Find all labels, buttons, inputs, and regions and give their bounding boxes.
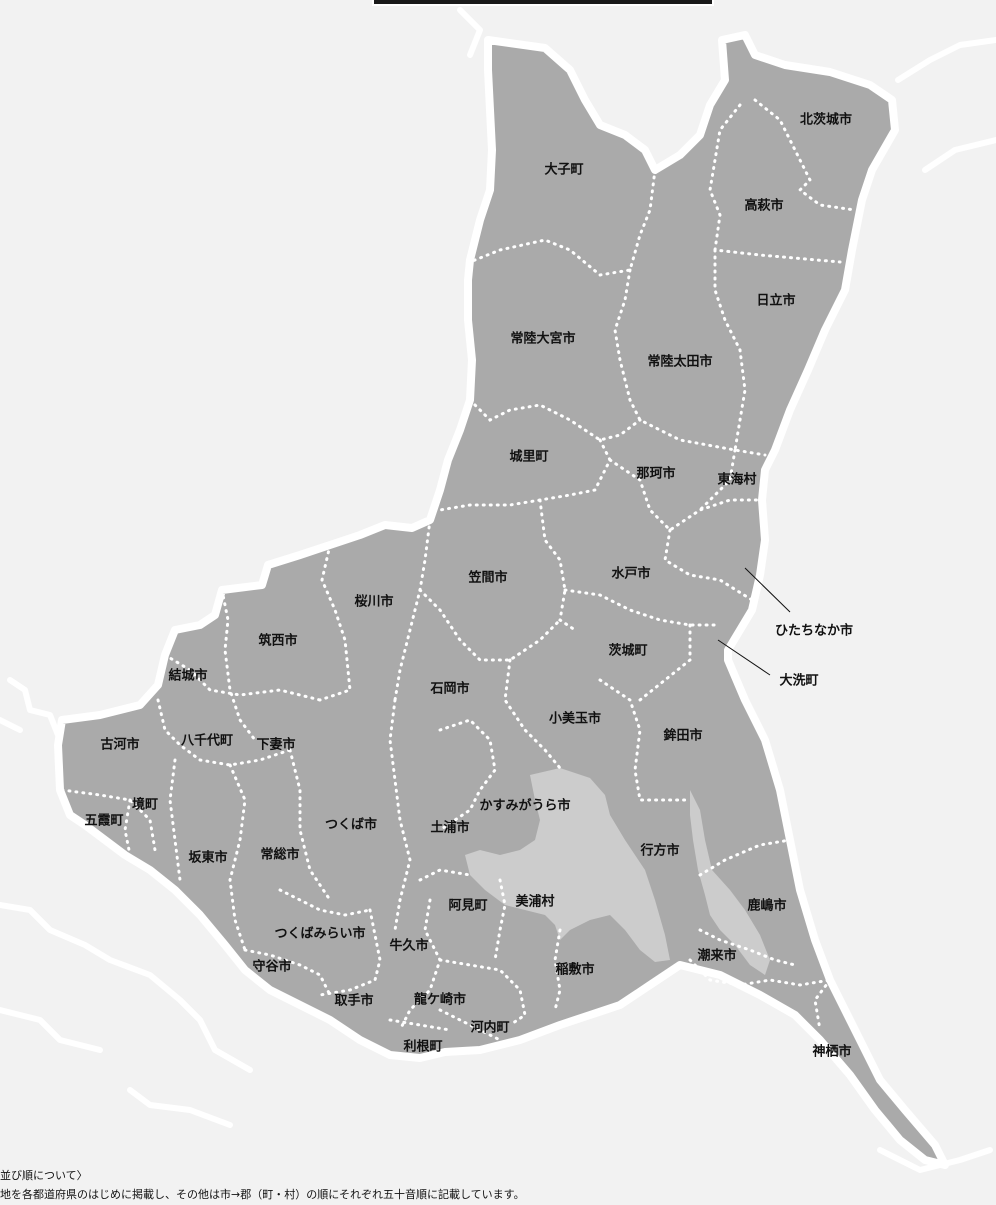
- label-bando[interactable]: 坂東市: [188, 850, 228, 866]
- label-kashima[interactable]: 鹿嶋市: [747, 898, 787, 914]
- label-koga[interactable]: 古河市: [100, 737, 140, 753]
- label-sakuragawa[interactable]: 桜川市: [354, 594, 394, 610]
- label-miho[interactable]: 美浦村: [515, 894, 555, 910]
- prefecture-land: [54, 31, 949, 1169]
- label-hitachiota[interactable]: 常陸太田市: [647, 354, 713, 370]
- label-sakai[interactable]: 境町: [131, 797, 159, 813]
- label-mito[interactable]: 水戸市: [611, 566, 651, 582]
- label-oarai[interactable]: 大洗町: [779, 673, 819, 689]
- label-hitachiomiya[interactable]: 常陸大宮市: [510, 331, 576, 347]
- label-inashiki[interactable]: 稲敷市: [555, 962, 595, 978]
- label-kamisu[interactable]: 神栖市: [812, 1044, 852, 1060]
- label-kasumigaura[interactable]: かすみがうら市: [479, 798, 571, 814]
- label-shimotsuma[interactable]: 下妻市: [256, 737, 296, 753]
- label-kasama[interactable]: 笠間市: [468, 570, 508, 586]
- label-yachiyo[interactable]: 八千代町: [180, 733, 234, 749]
- lake-kitaura: [690, 790, 770, 975]
- label-hokota[interactable]: 鉾田市: [663, 728, 703, 744]
- label-moriya[interactable]: 守谷市: [252, 959, 292, 975]
- order-note-text: 地を各都道府県のはじめに掲載し、その他は市→郡（町・村）の順にそれぞれ五十音順に…: [0, 1188, 525, 1201]
- label-ami[interactable]: 阿見町: [448, 898, 488, 914]
- label-ryugasaki[interactable]: 龍ケ崎市: [413, 992, 467, 1008]
- label-hitachinaka[interactable]: ひたちなか市: [774, 623, 854, 639]
- lake-kasumigaura: [465, 768, 670, 962]
- label-tsuchiura[interactable]: 土浦市: [430, 820, 470, 836]
- label-kitaibaraki[interactable]: 北茨城市: [799, 112, 853, 128]
- order-note-heading: 並び順について〉: [0, 1169, 88, 1182]
- label-chikusei[interactable]: 筑西市: [258, 633, 298, 649]
- label-ishioka[interactable]: 石岡市: [430, 681, 470, 697]
- label-tokai[interactable]: 東海村: [717, 472, 757, 488]
- label-yuki[interactable]: 結城市: [168, 668, 208, 684]
- leader-lines: [717, 567, 791, 676]
- label-naka[interactable]: 那珂市: [636, 466, 676, 482]
- label-takahagi[interactable]: 高萩市: [744, 198, 784, 214]
- label-ibaraki[interactable]: 茨城町: [608, 643, 648, 659]
- label-daigo[interactable]: 大子町: [544, 162, 584, 178]
- title-bar: [372, 0, 714, 6]
- label-tone[interactable]: 利根町: [403, 1039, 443, 1055]
- label-omitama[interactable]: 小美玉市: [548, 711, 602, 727]
- label-joso[interactable]: 常総市: [260, 847, 300, 863]
- label-namegata[interactable]: 行方市: [640, 843, 680, 859]
- label-ushiku[interactable]: 牛久市: [389, 938, 429, 954]
- label-hitachi[interactable]: 日立市: [756, 293, 796, 309]
- label-goka[interactable]: 五霞町: [84, 813, 124, 829]
- label-itako[interactable]: 潮来市: [697, 948, 737, 964]
- label-tsukuba[interactable]: つくば市: [324, 817, 378, 833]
- label-toride[interactable]: 取手市: [334, 993, 374, 1009]
- municipal-boundaries: [60, 98, 857, 1042]
- label-tsukubamirai[interactable]: つくばみらい市: [274, 926, 366, 942]
- label-shirosato[interactable]: 城里町: [509, 449, 549, 465]
- label-kawachi[interactable]: 河内町: [470, 1020, 510, 1036]
